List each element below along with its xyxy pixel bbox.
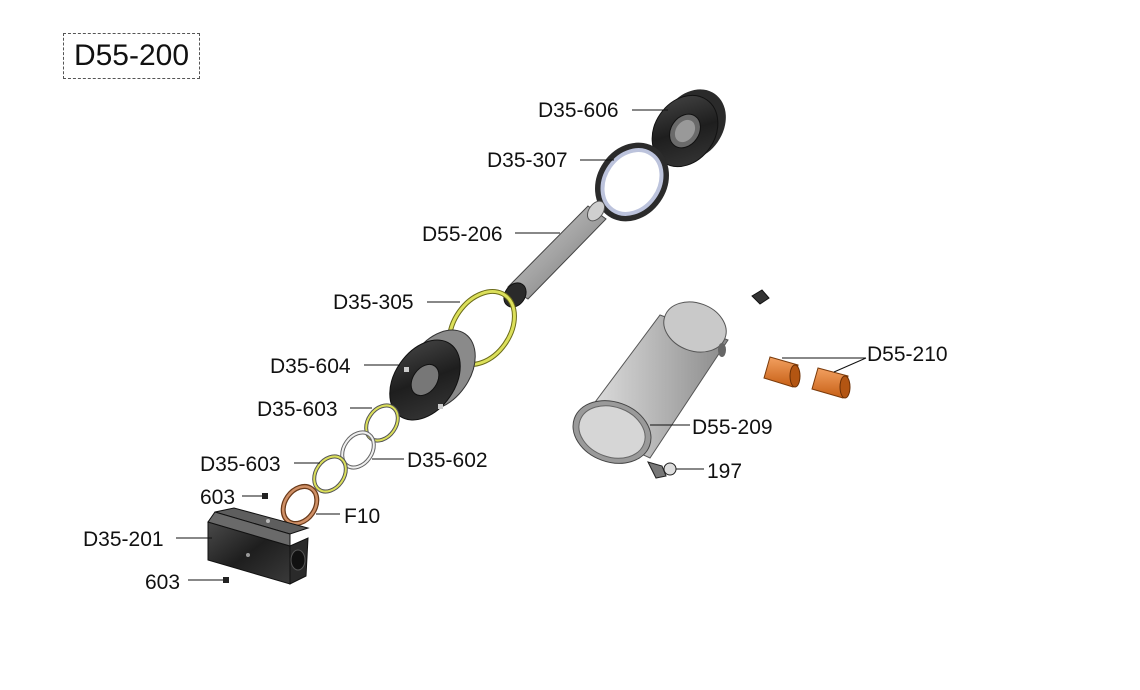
gland-nut-icon	[651, 89, 726, 168]
leader-d55-210-b	[833, 357, 867, 373]
piston-icon	[389, 329, 476, 421]
callout-603-a: 603	[200, 486, 235, 509]
base-block-icon	[207, 507, 310, 585]
set-screw-icon	[223, 577, 229, 583]
callout-labels: D35-606 D35-307 D55-206 D35-305 D35-604 …	[83, 99, 948, 594]
bronze-ring-icon	[280, 483, 320, 527]
callout-d35-604: D35-604	[270, 355, 351, 378]
fitting-icon	[647, 461, 677, 479]
set-screw-icon	[262, 493, 268, 499]
fitting-icon	[751, 289, 770, 305]
backup-ring-icon	[340, 430, 376, 470]
bushing-icon	[811, 367, 851, 399]
callout-197: 197	[707, 460, 742, 483]
wiper-seal-icon	[595, 142, 669, 222]
callout-d35-602: D35-602	[407, 449, 488, 472]
callout-f10: F10	[344, 505, 380, 528]
callout-d35-307: D35-307	[487, 149, 568, 172]
cylinder-barrel-icon	[572, 301, 729, 464]
callout-d55-209: D55-209	[692, 416, 773, 439]
callout-d35-201: D35-201	[83, 528, 164, 551]
assembly-title: D55-200	[63, 33, 200, 79]
bushing-icon	[763, 356, 801, 388]
callout-d35-606: D35-606	[538, 99, 619, 122]
seal-ring-icon	[312, 454, 348, 494]
callout-d35-603-a: D35-603	[257, 398, 338, 421]
piston-rod-icon	[503, 200, 607, 308]
callout-d55-206: D55-206	[422, 223, 503, 246]
callout-d55-210: D55-210	[867, 343, 948, 366]
callout-d35-305: D35-305	[333, 291, 414, 314]
callout-603-b: 603	[145, 571, 180, 594]
leader-lines	[176, 109, 867, 581]
callout-d35-603-b: D35-603	[200, 453, 281, 476]
